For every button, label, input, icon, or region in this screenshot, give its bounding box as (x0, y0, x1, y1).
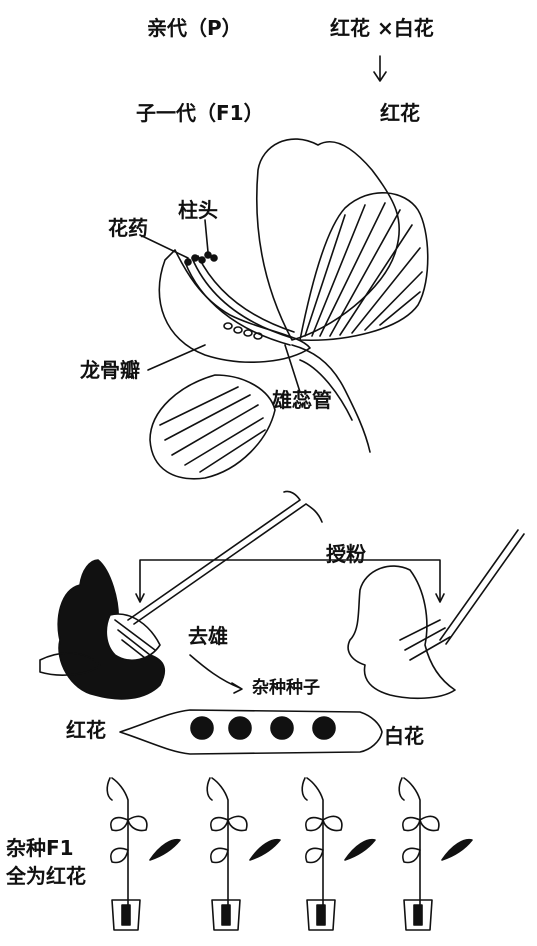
seedling-4 (398, 777, 473, 931)
red-parent-label: 红花 (66, 718, 106, 742)
lower-wing-petal (149, 374, 276, 480)
forceps-icon (127, 490, 323, 625)
pollination-label: 授粉 (326, 542, 366, 566)
brush-icon (439, 529, 525, 645)
offspring-line1: 杂种F1 (6, 836, 74, 860)
pollination-scene (39, 490, 525, 700)
emasculation-label: 去雄 (188, 624, 228, 648)
hybrid-seeds-label: 杂种种子 (252, 678, 320, 698)
offspring-line2: 全为红花 (6, 864, 86, 888)
parent-generation-label: 亲代（P） (147, 16, 242, 40)
ovules (223, 322, 263, 340)
f1-result-text: 红花 (380, 101, 420, 125)
seedlings (106, 777, 473, 931)
staminal-tube-label: 雄蕊管 (272, 388, 332, 412)
banner-petal (255, 138, 400, 341)
flower-cross-section (139, 138, 429, 480)
anther-label: 花药 (108, 216, 148, 240)
seedling-1 (106, 777, 181, 931)
wing-petal (299, 192, 429, 342)
pea-pod (119, 709, 383, 755)
seedling-2 (206, 777, 281, 931)
seedling-3 (301, 777, 376, 931)
white-flower (347, 565, 456, 700)
keel-label: 龙骨瓣 (80, 358, 140, 382)
white-parent-label: 白花 (384, 724, 424, 748)
hybrid-seeds (190, 716, 336, 740)
parents-cross-text: 红花 ×白花 (330, 16, 434, 40)
keel-petal (158, 249, 311, 363)
stigma-label: 柱头 (178, 198, 218, 222)
down-arrow-icon (373, 55, 387, 82)
f1-generation-label: 子一代（F1） (136, 101, 264, 125)
anthers (184, 251, 218, 266)
